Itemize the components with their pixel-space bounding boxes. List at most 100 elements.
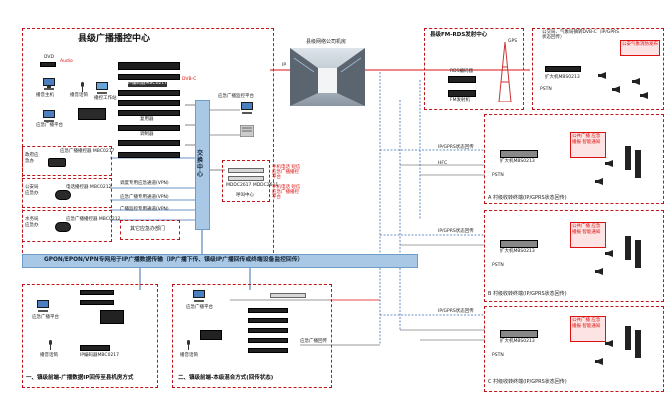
village-a-column-2 <box>635 150 641 178</box>
dvd-label: DVD <box>44 55 54 60</box>
call-device-2 <box>228 176 264 181</box>
village-a-box <box>484 114 664 204</box>
police-controller <box>55 190 71 200</box>
call-center-label: 呼叫中心 <box>236 193 254 198</box>
cms-pc-icon <box>95 82 109 94</box>
town1-encoder <box>80 345 110 351</box>
village-a-speaker-2 <box>595 178 604 185</box>
village-c-pstn: PSTN <box>492 353 504 358</box>
encoder-rack-4 <box>118 100 180 106</box>
village-a-receiver <box>500 150 538 158</box>
gpon-bar-label: GPON/EPON/VPN专网用于IP广播数据传输（IP广播下传、镇级IP广播回… <box>44 257 304 263</box>
town1-platform-label: 应急广播平台 <box>32 315 59 320</box>
village-c-amp-label: 扩大机MBS0213 <box>500 339 535 344</box>
village-a-notice: 公共广播 应急播报 智能通知 <box>570 132 606 158</box>
dvbc-pstn-label: PSTN <box>540 87 552 92</box>
village-b-receiver <box>500 240 538 248</box>
other-units-label: 其它应急办部门 <box>130 226 166 232</box>
town2-mic-icon <box>186 340 191 350</box>
dvbc-notice: 公安气象消防发布 <box>620 40 660 56</box>
town2-rack-4 <box>248 338 288 343</box>
vpn-label-1: 调度专用应急通道(VPN) <box>120 181 169 186</box>
host-label: 播音主机 <box>36 93 54 98</box>
town2-rack-3 <box>248 328 288 333</box>
mux-label: 复用器 <box>140 117 154 122</box>
village-a-column-1 <box>625 146 631 170</box>
village-a-pstn: PSTN <box>492 173 504 178</box>
town-mode1-box <box>22 284 158 388</box>
gov-unit-box <box>22 146 112 176</box>
water-dev-label: 应急广播播控器 MBC0212 <box>66 217 121 222</box>
rack-device-6 <box>118 152 180 158</box>
call-center-box <box>222 160 270 202</box>
gpon-bar <box>22 254 418 268</box>
mixer-device <box>78 108 106 120</box>
vpn-label-3: 广播监控专用通道(VPN) <box>120 207 169 212</box>
fm-transmitter <box>448 90 476 97</box>
village-b-title: B 村级收转终端(IP/GPRS状态回传) <box>488 291 567 297</box>
village-a-status: IP/GPRS状态回传 <box>438 145 474 150</box>
town-mode1-title: 一、镇级前端-广播数据IP回传至县机房方式 <box>26 375 134 381</box>
monitor-pc-icon <box>42 110 56 122</box>
tel-label-1: 手机电话 短信 应急广播播控平台 <box>272 165 301 180</box>
gov-controller <box>48 158 66 167</box>
village-c-status: IP/GPRS状态回传 <box>438 309 474 314</box>
server-room-image <box>290 48 365 106</box>
link-label-ip: IP <box>282 63 287 68</box>
town1-encoder-label: IP编码器MBC0217 <box>80 353 120 358</box>
dvbc-amp-label: 扩大机MBS0213 <box>545 75 580 80</box>
town2-rack-1 <box>248 308 288 313</box>
police-dev-label: 电话播控器 MBC0212 <box>66 185 112 190</box>
dvbc-amp <box>545 66 581 72</box>
village-b-box <box>484 210 664 302</box>
town2-mic-label: 播音话筒 <box>180 353 198 358</box>
village-b-notice: 公共广播 应急播报 智能通知 <box>570 222 606 248</box>
village-b-column-2 <box>635 240 641 268</box>
tower-icon <box>498 42 512 102</box>
village-b-status: IP/GPRS状态回传 <box>438 229 474 234</box>
workstation-pc-icon <box>42 78 56 90</box>
town1-mic-icon <box>48 340 53 350</box>
village-b-pstn: PSTN <box>492 263 504 268</box>
town2-pc-icon <box>192 290 206 302</box>
modulator-label: 调制器 <box>140 132 154 137</box>
switch-center-label: 交换中心 <box>197 150 204 178</box>
mic-icon <box>80 82 85 92</box>
town2-rec-label: 应急广播回传 <box>300 339 327 344</box>
encoder-rack-3 <box>118 90 180 96</box>
platform-label: 应急广播监控平台 <box>218 94 254 99</box>
switch-center <box>195 100 210 230</box>
fm-tx-label: FM发射机 <box>450 98 470 103</box>
water-unit-box <box>22 210 112 242</box>
village-a-amp-label: 扩大机MBS0213 <box>500 159 535 164</box>
village-b-column-1 <box>625 236 631 260</box>
rds-encoder <box>448 76 476 83</box>
fm-rds-title: 县级FM-RDS发射中心 <box>430 32 488 38</box>
other-units-box <box>120 220 180 240</box>
dvbc-speaker-3 <box>632 78 641 85</box>
village-c-title: C 村级收转终端(IP/GPRS状态回传) <box>488 379 567 385</box>
audio-label: Audio <box>60 59 73 64</box>
town1-pc-icon <box>36 300 50 312</box>
village-a-hfc: HFC <box>438 161 448 166</box>
encoder-rack-2 <box>118 74 180 80</box>
village-a-speaker-1 <box>605 160 614 167</box>
police-unit-label: 公安局应急办 <box>25 185 39 196</box>
call-device-label: MDDC2617 MDDC2611 <box>226 183 279 188</box>
town-mode2-box <box>172 284 332 388</box>
town2-mixer <box>200 330 222 340</box>
cms-label: 播控工作站 <box>94 96 117 101</box>
platform-monitor-icon <box>240 102 254 114</box>
town1-mixer <box>100 310 124 324</box>
mux-device <box>118 110 180 116</box>
town1-device-2 <box>80 300 114 305</box>
dvbc-title: 公交局、气象局镇转DVB-C（IP/GPRS状态回传） <box>542 30 620 40</box>
dvbc-box <box>532 28 664 110</box>
village-c-speaker-1 <box>605 340 614 347</box>
rds-label: RDS编码器 <box>450 69 473 74</box>
server-icon <box>240 125 254 137</box>
village-c-receiver <box>500 330 538 338</box>
network-room-title: 县级网络公司机房 <box>306 39 347 45</box>
dvd-player <box>40 62 56 67</box>
village-b-amp-label: 扩大机MBS0213 <box>500 249 535 254</box>
